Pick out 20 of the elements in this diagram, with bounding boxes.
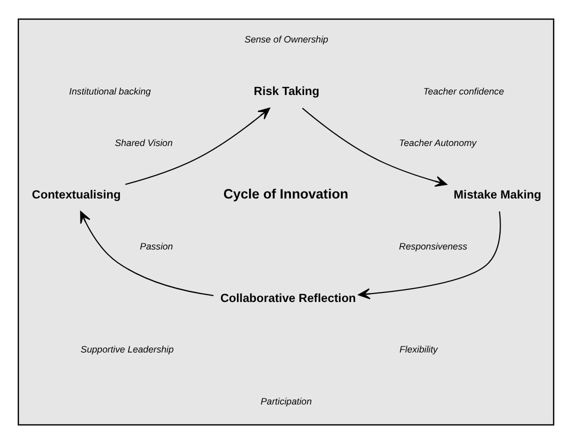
node-text: Risk Taking	[254, 84, 320, 98]
node-text: Collaborative Reflection	[220, 290, 356, 304]
node-text: Mistake Making	[454, 186, 542, 201]
label: Cycle of Innovation	[223, 186, 348, 202]
label: Flexibility	[399, 344, 438, 354]
arrow	[80, 210, 214, 296]
label: Participation	[260, 396, 312, 406]
arrow	[302, 107, 448, 186]
arrow	[358, 210, 501, 299]
label: Shared Vision	[114, 138, 173, 148]
label: Responsiveness	[399, 240, 468, 251]
node-text: Contextualising	[32, 186, 121, 201]
cluster	[18, 18, 554, 425]
label: Institutional backing	[69, 86, 151, 96]
label: Sense of Ownership	[244, 34, 328, 44]
label: Passion	[140, 240, 173, 251]
label: Supportive Leadership	[80, 344, 174, 354]
label: Teacher Autonomy	[399, 138, 476, 148]
label: Teacher confidence	[423, 86, 504, 96]
arrow	[125, 107, 270, 184]
